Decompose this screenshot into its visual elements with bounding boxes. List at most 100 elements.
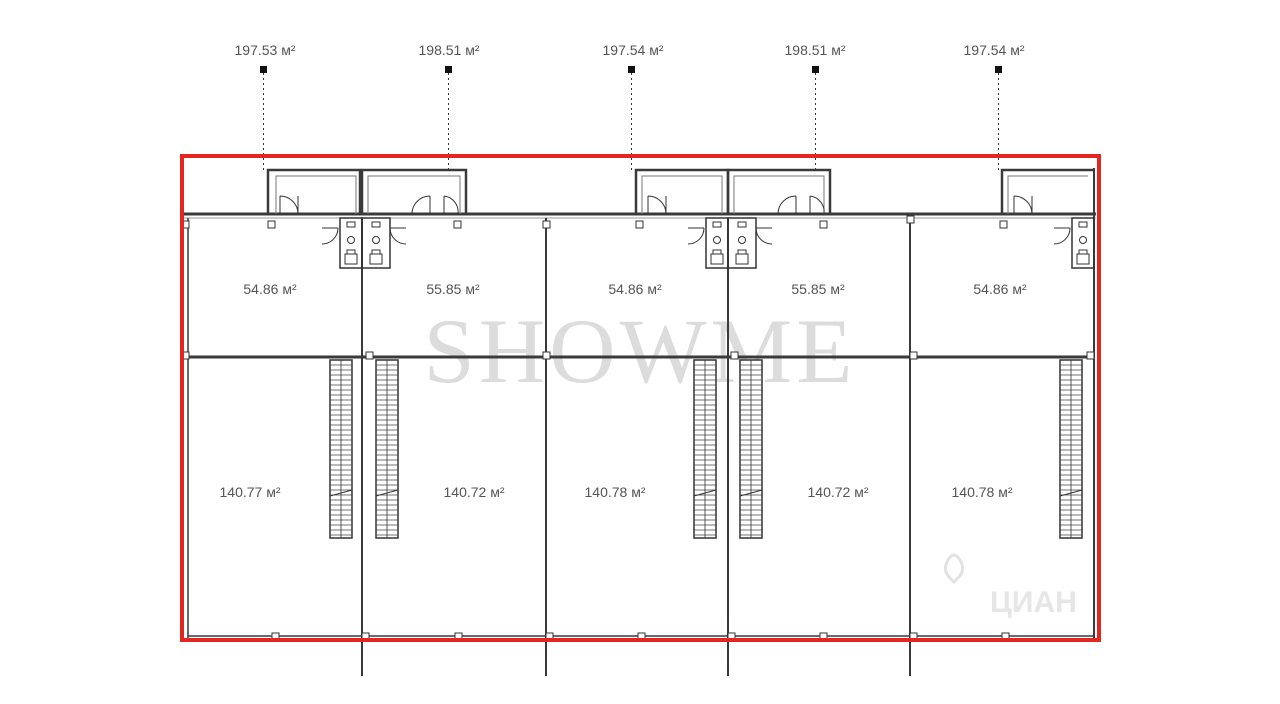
unit-callout: 197.54 м²	[603, 42, 664, 170]
vestibule-inner	[1007, 175, 1088, 214]
sink-icon	[347, 236, 355, 244]
vestibule	[634, 168, 730, 214]
column-marker	[730, 351, 739, 360]
vestibule-inner	[733, 175, 825, 214]
restroom	[361, 217, 391, 269]
unit-area-label: 197.54 м²	[964, 42, 1025, 58]
column-marker	[542, 351, 551, 360]
door-swing-icon	[411, 195, 431, 215]
walls	[182, 168, 1096, 676]
stair-break-line	[739, 489, 763, 497]
restroom	[727, 217, 757, 269]
back-room-labels: 140.77 м² 140.72 м² 140.78 м² 140.72 м² …	[220, 484, 1013, 500]
column-marker	[909, 351, 918, 360]
door-swing-icon	[755, 227, 773, 245]
room-area-label: 54.86 м²	[608, 281, 662, 297]
vestibule	[726, 168, 832, 214]
vestibule-inner	[641, 175, 723, 214]
column-marker	[819, 220, 828, 229]
selection-frame	[180, 154, 1101, 642]
room-area-label: 140.72 м²	[444, 484, 505, 500]
column-marker	[999, 220, 1008, 229]
staircase-icon	[693, 359, 717, 539]
unit-callout: 197.53 м²	[235, 42, 296, 170]
stair-break-line	[329, 489, 353, 497]
room-area-label: 55.85 м²	[791, 281, 845, 297]
unit-area-label: 198.51 м²	[785, 42, 846, 58]
unit-callout: 197.54 м²	[964, 42, 1025, 170]
sink-icon	[713, 236, 721, 244]
sink-icon	[1079, 236, 1087, 244]
vestibule	[1000, 168, 1094, 214]
vestibule	[266, 168, 362, 214]
column-marker	[635, 220, 644, 229]
door-swing-icon	[279, 195, 299, 215]
column-marker	[1086, 351, 1095, 360]
stair-break-line	[693, 489, 717, 497]
toilet-icon	[735, 249, 749, 265]
watermark-text: SHOWME	[424, 300, 857, 402]
column-marker	[542, 220, 551, 229]
sink-icon	[738, 236, 746, 244]
unit-area-label: 198.51 м²	[419, 42, 480, 58]
unit-callouts: 197.53 м² 198.51 м² 197.54 м² 198.51 м² …	[235, 42, 1025, 170]
unit-callout: 198.51 м²	[785, 42, 846, 170]
stair-break-line	[1059, 489, 1083, 497]
sink-icon	[371, 221, 381, 228]
logo-text: ЦИАН	[990, 586, 1077, 619]
room-area-label: 54.86 м²	[973, 281, 1027, 297]
staircase-icon	[329, 359, 353, 539]
callout-marker	[445, 66, 452, 73]
unit-area-label: 197.53 м²	[235, 42, 296, 58]
toilet-icon	[1076, 249, 1090, 265]
stair-break-line	[375, 489, 399, 497]
door-swing-icon	[321, 227, 339, 245]
room-area-label: 140.72 м²	[808, 484, 869, 500]
column-marker	[365, 351, 374, 360]
room-area-label: 55.85 м²	[426, 281, 480, 297]
staircase-icon	[1059, 359, 1083, 539]
toilet-icon	[369, 249, 383, 265]
sink-icon	[737, 221, 747, 228]
door-swing-icon	[777, 195, 797, 215]
restrooms	[339, 217, 1095, 269]
callout-marker	[260, 66, 267, 73]
room-area-label: 140.77 м²	[220, 484, 281, 500]
column-markers	[181, 215, 1095, 641]
door-swing-icon	[1053, 227, 1071, 245]
door-swing-icon	[389, 227, 407, 245]
staircases	[329, 359, 1083, 539]
fixtures	[344, 221, 1090, 265]
staircase-icon	[739, 359, 763, 539]
door-swing-icon	[1013, 195, 1033, 215]
sink-icon	[346, 221, 356, 228]
doors	[279, 195, 1071, 245]
entrance-vestibules	[266, 168, 1094, 214]
sink-icon	[712, 221, 722, 228]
toilet-icon	[344, 249, 358, 265]
column-marker	[906, 215, 915, 224]
callout-marker	[812, 66, 819, 73]
door-swing-icon	[687, 227, 705, 245]
vestibule-inner	[275, 175, 357, 214]
callout-marker	[995, 66, 1002, 73]
callout-marker	[628, 66, 635, 73]
toilet-icon	[710, 249, 724, 265]
unit-area-label: 197.54 м²	[603, 42, 664, 58]
cian-logo: ЦИАН	[943, 553, 1077, 619]
sink-icon	[372, 236, 380, 244]
vestibule	[360, 168, 468, 214]
logo-pin-icon	[943, 553, 965, 585]
room-area-label: 54.86 м²	[243, 281, 297, 297]
door-swing-icon	[647, 195, 667, 215]
sink-icon	[1078, 221, 1088, 228]
room-area-label: 140.78 м²	[585, 484, 646, 500]
unit-callout: 198.51 м²	[419, 42, 480, 170]
room-area-label: 140.78 м²	[952, 484, 1013, 500]
front-room-labels: 54.86 м² 55.85 м² 54.86 м² 55.85 м² 54.8…	[243, 281, 1027, 297]
vestibule-inner	[367, 175, 461, 214]
restroom	[1071, 217, 1095, 269]
door-swing-icon	[809, 195, 825, 215]
column-marker	[267, 220, 276, 229]
